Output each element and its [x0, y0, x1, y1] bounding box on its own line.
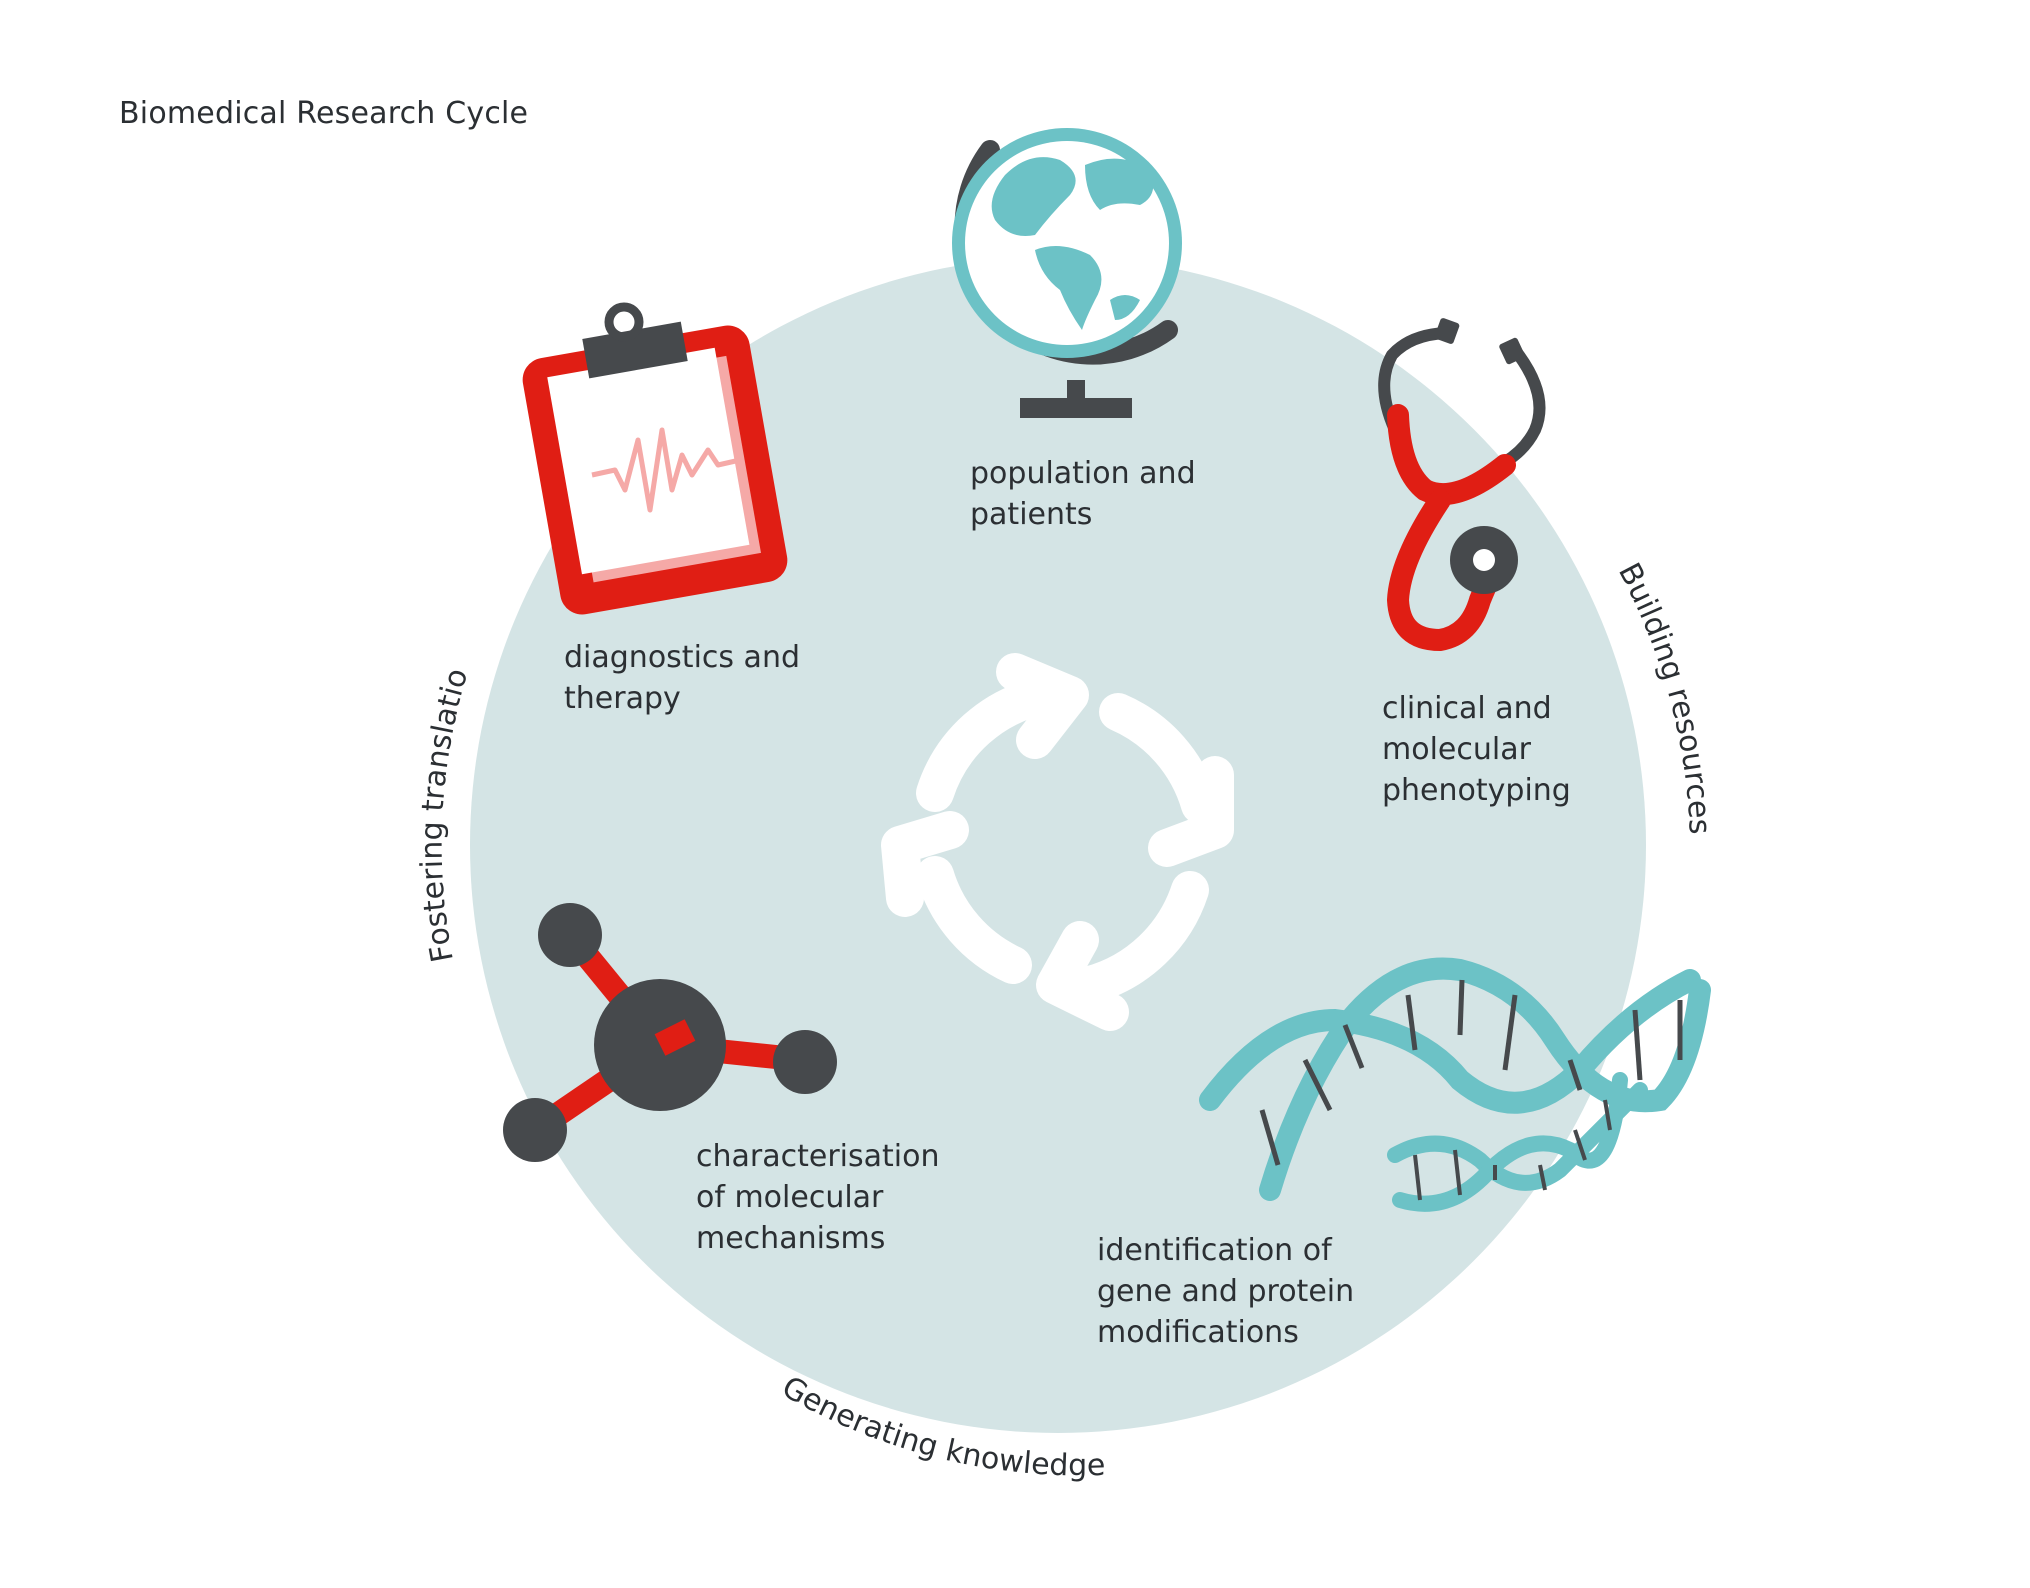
stage-label-line: diagnostics and [564, 640, 801, 675]
cycle-arrows-icon [881, 653, 1234, 1031]
stage-label-diagnostics: diagnostics and therapy [564, 637, 800, 719]
dna-icon [1199, 957, 1711, 1212]
stage-label-line: gene and protein [1097, 1274, 1355, 1309]
stage-label-line: molecular [1382, 732, 1531, 767]
clipboard-icon [522, 302, 788, 615]
globe-icon [952, 128, 1182, 418]
stage-label-population: population and patients [970, 453, 1196, 535]
molecule-icon [503, 903, 837, 1162]
stage-label-line: of molecular [696, 1180, 884, 1215]
stage-label-line: mechanisms [696, 1221, 886, 1256]
stage-label-line: characterisation [696, 1139, 940, 1174]
arc-label-left: Fostering translation [0, 0, 475, 965]
stage-label-line: identification of [1097, 1233, 1332, 1268]
stage-label-molecular-mechanisms: characterisation of molecular mechanisms [696, 1136, 939, 1259]
stage-label-line: modifications [1097, 1315, 1299, 1350]
stethoscope-icon [1378, 318, 1546, 652]
diagram-title: Biomedical Research Cycle [119, 96, 529, 131]
stage-label-line: phenotyping [1382, 773, 1571, 808]
stage-label-line: clinical and [1382, 691, 1552, 726]
stage-label-gene-protein: identification of gene and protein modif… [1097, 1230, 1354, 1353]
stage-label-line: therapy [564, 681, 681, 716]
stage-label-line: population and [970, 456, 1196, 491]
stage-label-line: patients [970, 497, 1093, 532]
stage-label-phenotyping: clinical and molecular phenotyping [1382, 688, 1571, 811]
